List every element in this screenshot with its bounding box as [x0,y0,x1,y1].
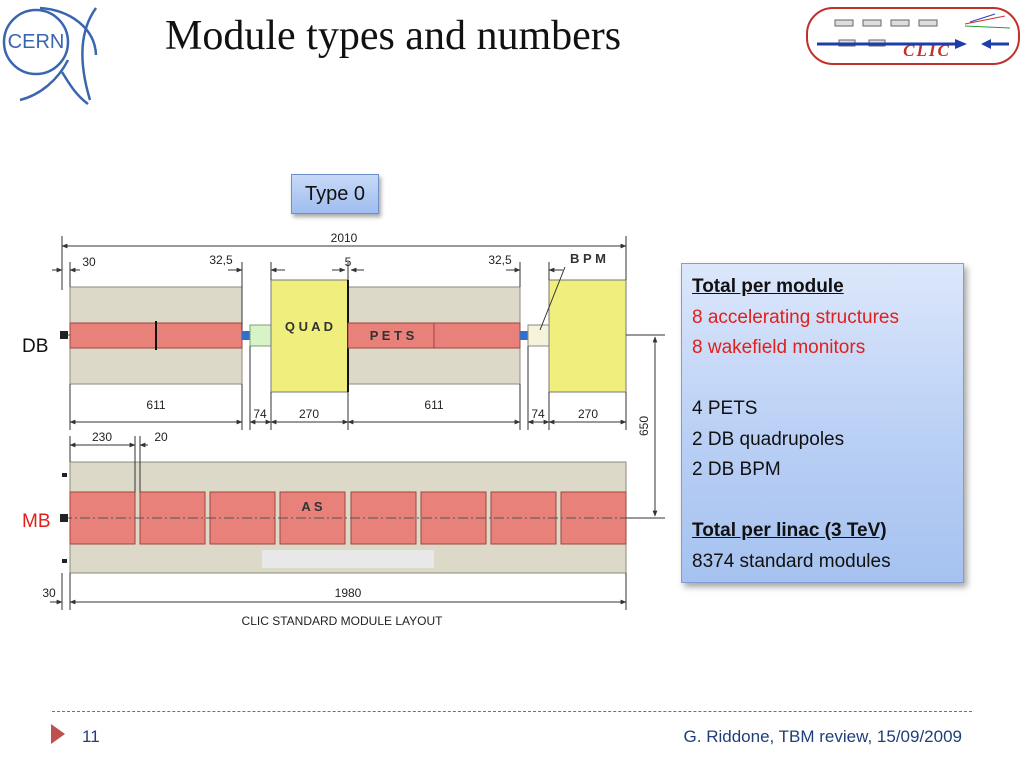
mb-tick-top [62,473,67,477]
quad-label: Q U A D [285,319,333,334]
dim-as-gap: 20 [154,430,168,444]
summary-linac-modules: 8374 standard modules [692,550,891,572]
dim-seg6: 270 [578,407,598,421]
cern-logo-text: CERN [8,31,65,53]
dim-seg5: 74 [531,407,545,421]
page-number: 11 [82,727,100,746]
summary-quads: 2 DB quadrupoles [692,428,845,450]
db-structure-1 [69,322,157,349]
mb-tick-bottom [62,559,67,563]
dim-seg4: 611 [424,398,443,412]
quad-1 [270,279,349,393]
dim-as-width: 230 [92,430,112,444]
summary-accelerating: 8 accelerating structures [692,306,899,328]
pets-label: P E T S [370,328,415,343]
db-bpm-2 [527,324,550,347]
dim-seg1: 611 [146,398,165,412]
dim-gap-left: 32,5 [209,253,233,267]
diagram-caption: CLIC STANDARD MODULE LAYOUT [242,614,444,628]
mb-beam-end-marker [60,514,68,522]
bpm-leader [539,266,566,331]
summary-wakefield: 8 wakefield monitors [692,337,866,358]
mb-girder-shadow [262,550,434,568]
cern-logo: CERN [2,6,98,105]
summary-pets: 4 PETS [692,398,758,419]
db-beam-label: DB [22,336,48,357]
summary-bpm: 2 DB BPM [692,459,781,480]
slide-title: Module types and numbers [165,13,622,59]
db-beam-end-marker [60,331,68,339]
db-structure-2 [155,322,243,349]
footer-text: G. Riddone, TBM review, 15/09/2009 [683,727,962,746]
pets-2 [433,322,521,349]
dim-seg2: 74 [253,407,267,421]
bpm-label: B P M [570,251,606,266]
dim-total-width: 2010 [331,231,358,245]
as-label: A S [301,499,323,514]
db-bpm-1 [249,324,272,347]
db-bellows-2 [520,331,528,340]
clic-logo: CLIC [806,7,1020,65]
mb-beam-label: MB [22,511,51,532]
pets-1 [347,322,435,349]
type-badge: Type 0 [291,174,379,214]
dim-mb-offset: 30 [42,586,56,600]
summary-box: Total per module 8 accelerating structur… [681,263,964,583]
dim-gap-mid: 5 [345,255,352,269]
summary-spacer [692,364,963,395]
summary-spacer-2 [692,486,963,517]
db-bellows-1 [242,331,250,340]
dim-height: 650 [637,416,651,436]
dim-left-offset: 30 [82,255,96,269]
dim-mb-total: 1980 [335,586,362,600]
footer-divider [52,711,972,712]
quad-2 [548,279,627,393]
dim-seg3: 270 [299,407,319,421]
dim-gap-right: 32,5 [488,253,512,267]
summary-linac-heading: Total per linac (3 TeV) [692,520,887,541]
summary-heading: Total per module [692,276,844,297]
footer-arrow-icon [51,724,65,744]
clic-logo-text: CLIC [903,41,951,60]
